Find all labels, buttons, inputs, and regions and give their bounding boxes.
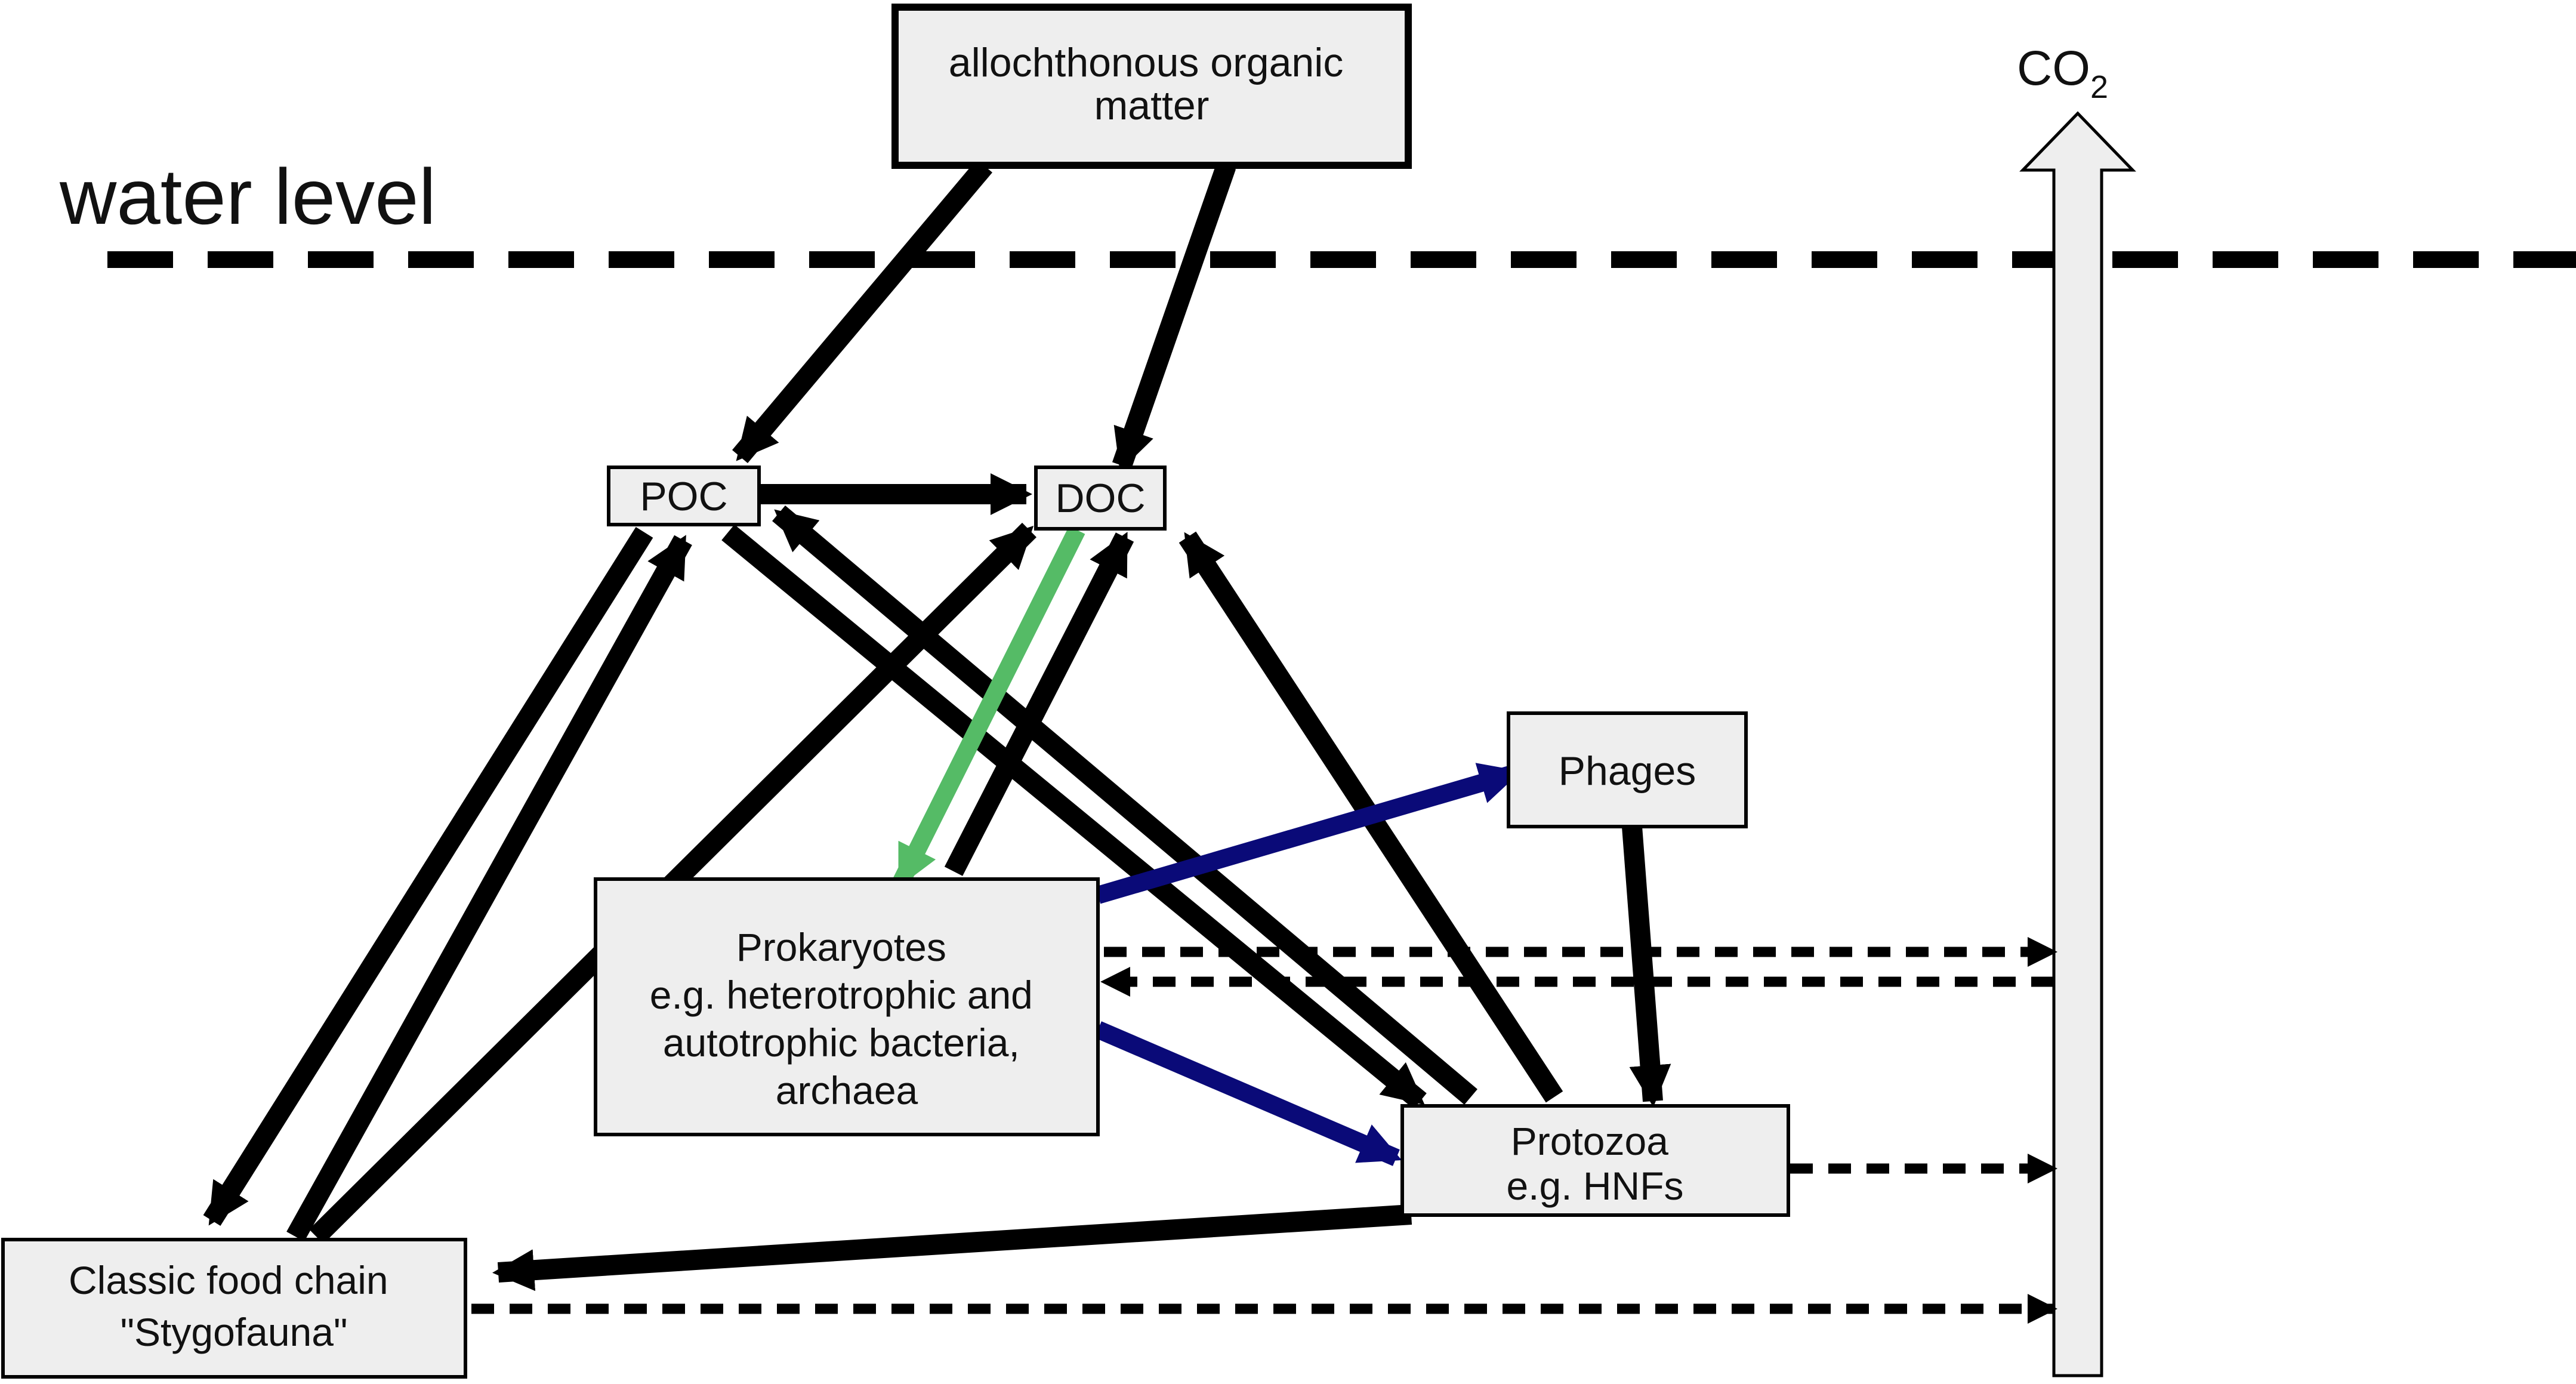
node-prokaryotes: Prokaryotes e.g. heterotrophic and autot… xyxy=(594,877,1100,1136)
allochthonous-label-line1: allochthonous organic xyxy=(949,40,1344,85)
node-phages: Phages xyxy=(1507,711,1748,828)
doc-box xyxy=(1034,466,1167,531)
protozoa-label-line2: e.g. HNFs xyxy=(1506,1164,1683,1208)
prokaryotes-label-line3: autotrophic bacteria, xyxy=(663,1021,1020,1065)
phages-box xyxy=(1507,711,1748,828)
arrow-phages-to-protozoa xyxy=(1622,825,1671,1107)
doc-label: DOC xyxy=(1055,476,1145,521)
node-protozoa: Protozoa e.g. HNFs xyxy=(1400,1104,1790,1217)
arrow-poc-to-foodchain xyxy=(203,526,653,1226)
arrow-prokaryotes-to-phages xyxy=(1095,763,1522,904)
co2-label: CO2 xyxy=(2017,41,2108,105)
water-level-label: water level xyxy=(59,153,436,241)
arrow-protozoa-to-poc xyxy=(772,505,1477,1105)
arrow-doc-to-prokaryotes xyxy=(893,526,1085,887)
arrow-foodchain-to-poc xyxy=(286,535,692,1242)
arrow-allochthonous-to-poc xyxy=(732,159,993,463)
arrow-protozoa-to-foodchain xyxy=(492,1204,1412,1291)
arrow-prokaryotes-to-doc xyxy=(944,532,1134,876)
svg-text:allochthonous organic ma: allochthonous organic matter xyxy=(949,40,1355,128)
foodchain-label-line2: "Stygofauna" xyxy=(121,1310,348,1354)
poc-label: POC xyxy=(640,474,727,519)
carbon-flow-arrows xyxy=(203,159,1671,1291)
node-classic-food-chain: Classic food chain "Stygofauna" xyxy=(1,1238,467,1379)
prokaryotes-label-line4: archaea xyxy=(776,1068,918,1112)
node-poc: POC xyxy=(607,466,761,526)
svg-text:Prokaryotes e.g. heterot: Prokaryotes e.g. heterotrophic and autot… xyxy=(650,925,1044,1112)
co2-outlet-arrow xyxy=(2019,111,2136,1377)
svg-text:Classic food chain "Styg: Classic food chain "Stygofauna" xyxy=(69,1258,399,1354)
poc-box xyxy=(607,466,761,526)
node-doc: DOC xyxy=(1034,466,1167,531)
arrow-prokaryotes-to-protozoa xyxy=(1094,1021,1402,1166)
phages-label: Phages xyxy=(1559,748,1696,794)
arrow-allochthonous-to-doc xyxy=(1112,162,1236,471)
viral-and-grazing-arrows xyxy=(1094,763,1522,1166)
allochthonous-box xyxy=(891,4,1412,169)
node-allochthonous-organic-matter: allochthonous organic matter xyxy=(891,4,1412,169)
foodchain-label-line1: Classic food chain xyxy=(69,1258,388,1302)
protozoa-label-line1: Protozoa xyxy=(1511,1119,1668,1163)
prokaryotes-box xyxy=(594,877,1100,1136)
arrow-poc-to-protozoa xyxy=(721,524,1427,1109)
prokaryotes-label-line2: e.g. heterotrophic and xyxy=(650,973,1033,1017)
foodchain-box xyxy=(1,1238,467,1379)
prokaryotes-label-line1: Prokaryotes xyxy=(736,925,946,969)
allochthonous-label-line2: matter xyxy=(1094,83,1210,128)
protozoa-box xyxy=(1400,1104,1790,1217)
respiration-arrows xyxy=(471,937,2057,1324)
svg-text:Protozoa e.g. HNFs: Protozoa e.g. HNFs xyxy=(1506,1119,1683,1208)
